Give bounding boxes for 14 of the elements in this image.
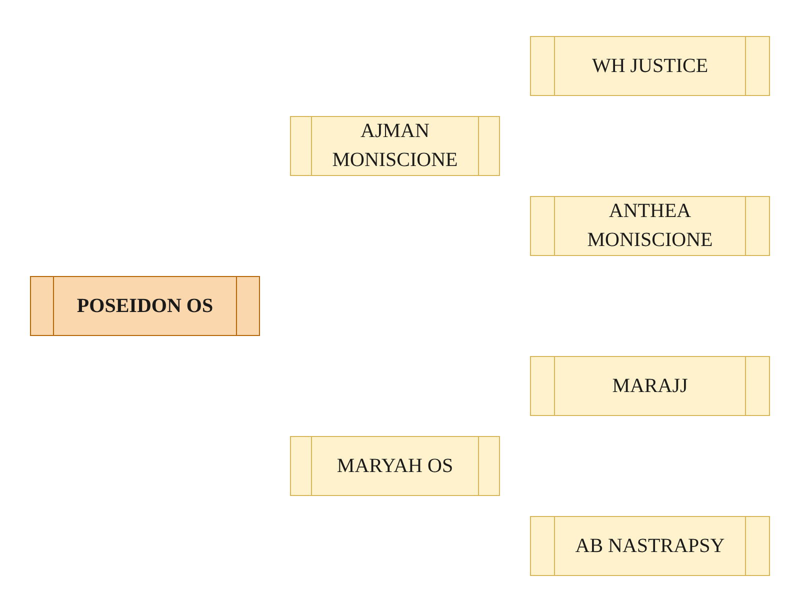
- subprocess-box: [530, 36, 770, 96]
- subprocess-box: [290, 436, 500, 496]
- node-label: MARYAH OS: [336, 454, 454, 478]
- node-label: ANTHEA MONISCIONE: [586, 199, 714, 253]
- subprocess-box: [30, 276, 260, 336]
- subprocess-box: [530, 516, 770, 576]
- node-label: POSEIDON OS: [76, 294, 214, 318]
- node-label: WH JUSTICE: [592, 54, 708, 78]
- node-label: AB NASTRAPSY: [575, 534, 725, 558]
- subprocess-box: [530, 356, 770, 416]
- node-label: AJMAN MONISCIONE: [331, 119, 459, 173]
- subprocess-box: [290, 116, 500, 176]
- node-label: MARAJJ: [612, 374, 688, 398]
- subprocess-box: [530, 196, 770, 256]
